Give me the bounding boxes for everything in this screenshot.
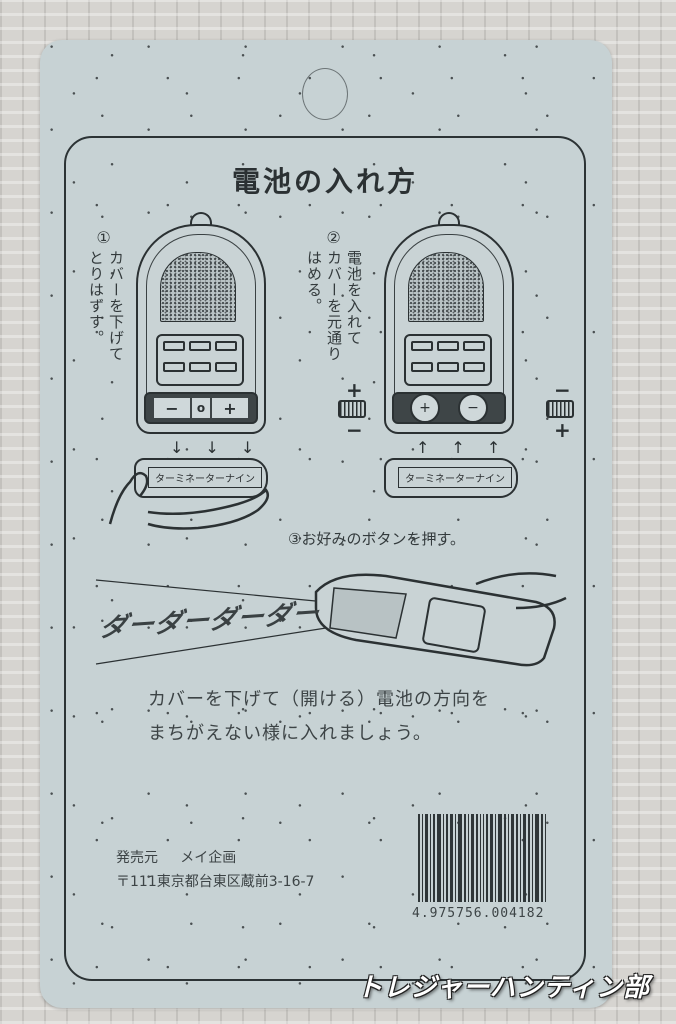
coin-battery-icon: − [458,393,488,423]
minus-sign-left: − [346,418,363,442]
barcode [418,814,546,902]
watermark-text: トレジャーハンティン部 [356,973,650,1003]
title: 電池の入れ方 [231,165,418,198]
arrow-down-icon: ↓ [170,438,184,457]
plus-sign-right: + [554,418,571,442]
arrow-down-icon: ↓ [240,438,255,457]
device-in-hand-illustration [95,572,567,667]
button-cell-icon [338,400,366,418]
plus-sign-left: + [346,378,363,402]
instruction-frame: 電池の入れ方 ① カバーを下げて とりはずす。 − o + ↓ ↓ ↓ [64,136,586,981]
down-arrows: ↓ ↓ ↓ [170,438,254,457]
battery-minus-sign: − [154,398,190,418]
button-cell-icon [546,400,574,418]
arrow-down-icon: ↓ [205,438,219,457]
speaker-grille [408,252,484,322]
battery-cover-step2: ターミネーターナイン [384,458,518,498]
publisher-label: 発売元 [116,850,158,866]
arrow-up-icon: ↑ [451,438,465,457]
keychain-loop [190,212,212,226]
up-arrows: ↑ ↑ ↑ [416,438,500,457]
publisher-address: 〒111東京都台東区蔵前3-16-7 [116,874,315,890]
battery-center-mark: o [192,398,210,418]
barcode-number: 4.975756.004182 [412,906,545,921]
hand-illustration-step1 [108,471,269,530]
step2-number: ② [324,228,343,248]
step2-text-col3: はめる。 [305,250,323,314]
step1-text-col1: カバーを下げて [107,250,125,362]
coin-battery-icon: + [410,393,440,423]
arrow-up-icon: ↑ [416,438,430,457]
arrow-up-icon: ↑ [486,438,501,457]
blister-card-back: 電池の入れ方 ① カバーを下げて とりはずす。 − o + ↓ ↓ ↓ [40,40,612,1008]
step1-number: ① [94,228,113,248]
step1-text-col2: とりはずす。 [87,250,105,346]
publisher-name: メイ企画 [180,850,237,866]
keypad [156,334,244,386]
step2-text-col1: 電池を入れて [345,250,363,346]
step2-text-col2: カバーを元通り [325,250,343,362]
description-line-2: まちがえない様に入れましょう。 [148,723,432,744]
battery-compartment: − o + [144,392,258,424]
device-label: ターミネーターナイン [148,467,262,488]
battery-cover-step1: ターミネーターナイン [134,458,268,498]
device-illustration-step1: − o + [136,212,266,434]
keypad [404,334,492,386]
device-label: ターミネーターナイン [398,467,512,488]
battery-plus-sign: + [212,398,248,418]
device-illustration-step2: + − [384,212,514,434]
step3-text: ③お好みのボタンを押す。 [288,530,465,548]
hang-hole [302,68,348,120]
keychain-loop [438,212,460,226]
battery-compartment-with-coins: + − [392,392,506,424]
description-line-1: カバーを下げて（開ける）電池の方向を [148,689,490,710]
speaker-grille [160,252,236,322]
publisher-info: 発売元 メイ企画 〒111東京都台東区蔵前3-16-7 [116,846,314,894]
minus-sign-right: − [554,378,571,402]
